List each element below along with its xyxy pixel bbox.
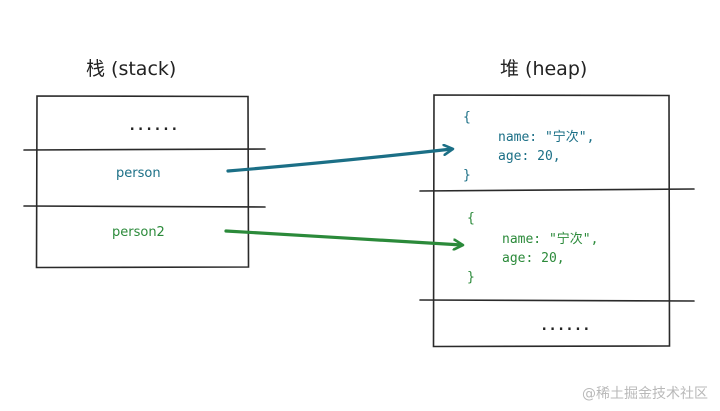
heap-object-1: { name: "宁次", age: 20, } <box>463 110 594 183</box>
heap-box <box>419 94 695 348</box>
object-name-line: name: "宁次", <box>498 129 594 145</box>
heap-ellipsis: ...... <box>540 318 591 334</box>
object-close-brace: } <box>463 168 471 183</box>
stack-box <box>23 95 266 269</box>
object-open-brace: { <box>467 211 475 226</box>
heap-divider <box>419 299 695 302</box>
watermark: @稀土掘金技术社区 <box>582 386 708 402</box>
stack-divider <box>23 148 266 151</box>
object-age-line: age: 20, <box>502 251 565 266</box>
stack-title: 栈 (stack) <box>86 58 176 80</box>
object-age-line: age: 20, <box>498 149 561 164</box>
object-name-line: name: "宁次", <box>502 231 598 247</box>
person2-reference-arrow <box>224 229 462 245</box>
heap-object-2: { name: "宁次", age: 20, } <box>467 211 598 285</box>
stack-item-person2: person2 <box>112 225 165 240</box>
object-close-brace: } <box>467 270 475 285</box>
stack-item-person: person <box>116 166 161 181</box>
heap-divider <box>419 188 695 192</box>
object-open-brace: { <box>463 110 471 125</box>
heap-title: 堆 (heap) <box>500 58 587 80</box>
person-reference-arrow <box>226 149 452 173</box>
stack-ellipsis: ...... <box>128 118 179 134</box>
stack-divider <box>23 205 266 208</box>
